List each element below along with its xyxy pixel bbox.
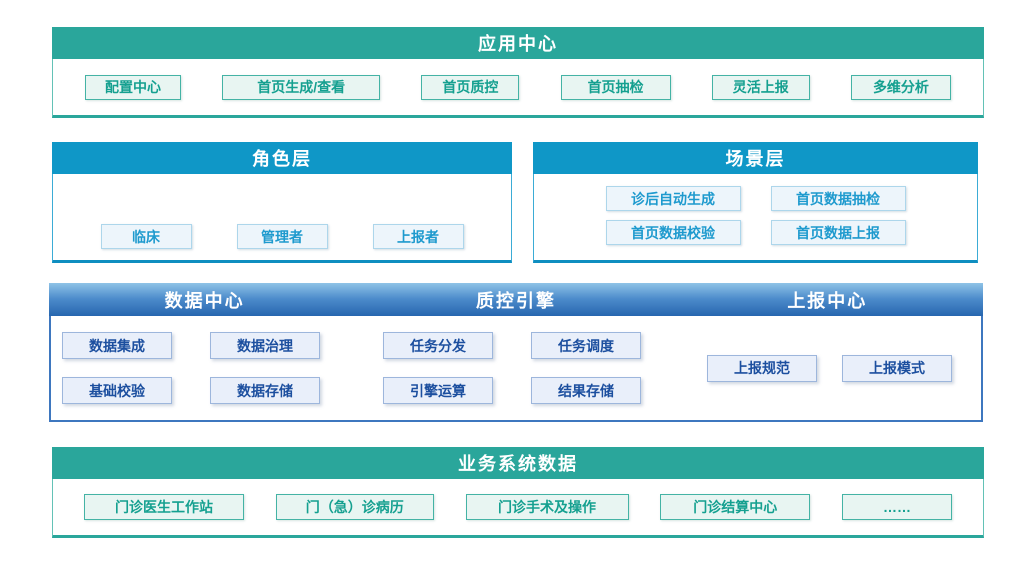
app-center-item-homepage-sampling: 首页抽检 bbox=[560, 74, 671, 100]
biz-item-emergency-record: 门（急）诊病历 bbox=[275, 494, 434, 520]
qc-item-task-dispatch: 任务分发 bbox=[383, 332, 493, 359]
app-center-item-multidim-analysis: 多维分析 bbox=[850, 74, 951, 100]
scene-item-data-check: 首页数据校验 bbox=[605, 220, 741, 245]
data-item-integration: 数据集成 bbox=[62, 332, 172, 359]
data-item-basic-check: 基础校验 bbox=[62, 377, 172, 404]
biz-item-outpatient-settlement: 门诊结算中心 bbox=[660, 494, 811, 520]
scene-layer-title: 场景层 bbox=[533, 142, 978, 174]
data-center-title: 数据中心 bbox=[164, 290, 245, 311]
business-data-panel: 业务系统数据 门诊医生工作站 门（急）诊病历 门诊手术及操作 门诊结算中心 …… bbox=[52, 447, 984, 538]
app-center-item-homepage-qc: 首页质控 bbox=[421, 74, 520, 100]
biz-item-outpatient-surgery: 门诊手术及操作 bbox=[465, 494, 629, 520]
scene-item-data-sampling: 首页数据抽检 bbox=[770, 186, 906, 211]
data-item-storage: 数据存储 bbox=[210, 377, 320, 404]
middle-band-panel: 数据中心 质控引擎 上报中心 数据集成 数据治理 基础校验 数据存储 任务分发 … bbox=[49, 283, 983, 422]
business-data-title: 业务系统数据 bbox=[52, 447, 984, 479]
role-item-reporter: 上报者 bbox=[372, 224, 464, 249]
app-center-items: 配置中心 首页生成/查看 首页质控 首页抽检 灵活上报 多维分析 bbox=[53, 59, 983, 115]
scene-layer-panel: 场景层 诊后自动生成 首页数据抽检 首页数据校验 首页数据上报 bbox=[533, 142, 978, 263]
qc-item-result-storage: 结果存储 bbox=[531, 377, 641, 404]
scene-item-auto-generate: 诊后自动生成 bbox=[605, 186, 741, 211]
biz-item-outpatient-doctor-station: 门诊医生工作站 bbox=[84, 494, 244, 520]
business-data-items: 门诊医生工作站 门（急）诊病历 门诊手术及操作 门诊结算中心 …… bbox=[53, 479, 983, 535]
middle-band-items: 数据集成 数据治理 基础校验 数据存储 任务分发 任务调度 引擎运算 结果存储 … bbox=[51, 316, 981, 420]
report-center-items: 上报规范 上报模式 bbox=[707, 354, 952, 382]
data-item-governance: 数据治理 bbox=[210, 332, 320, 359]
role-layer-items: 临床 管理者 上报者 bbox=[53, 164, 511, 249]
app-center-item-config-center: 配置中心 bbox=[85, 74, 181, 100]
qc-engine-title: 质控引擎 bbox=[475, 290, 556, 311]
report-center-title: 上报中心 bbox=[787, 290, 868, 311]
role-layer-title: 角色层 bbox=[52, 142, 512, 174]
report-item-mode: 上报模式 bbox=[842, 354, 952, 382]
data-center-items: 数据集成 数据治理 基础校验 数据存储 bbox=[62, 332, 320, 404]
role-item-manager: 管理者 bbox=[236, 224, 328, 249]
biz-item-ellipsis: …… bbox=[842, 494, 952, 520]
app-center-panel: 应用中心 配置中心 首页生成/查看 首页质控 首页抽检 灵活上报 多维分析 bbox=[52, 27, 984, 118]
app-center-title: 应用中心 bbox=[52, 27, 984, 59]
qc-item-engine-compute: 引擎运算 bbox=[383, 377, 493, 404]
qc-engine-items: 任务分发 任务调度 引擎运算 结果存储 bbox=[383, 332, 641, 404]
role-item-clinical: 临床 bbox=[100, 224, 192, 249]
middle-band-header: 数据中心 质控引擎 上报中心 bbox=[49, 283, 983, 316]
scene-item-data-report: 首页数据上报 bbox=[770, 220, 906, 245]
role-layer-panel: 角色层 临床 管理者 上报者 bbox=[52, 142, 512, 263]
app-center-item-flexible-report: 灵活上报 bbox=[711, 74, 810, 100]
scene-layer-items: 诊后自动生成 首页数据抽检 首页数据校验 首页数据上报 bbox=[534, 174, 977, 259]
qc-item-task-schedule: 任务调度 bbox=[531, 332, 641, 359]
app-center-item-homepage-generate-view: 首页生成/查看 bbox=[222, 74, 381, 100]
report-item-standard: 上报规范 bbox=[707, 354, 817, 382]
